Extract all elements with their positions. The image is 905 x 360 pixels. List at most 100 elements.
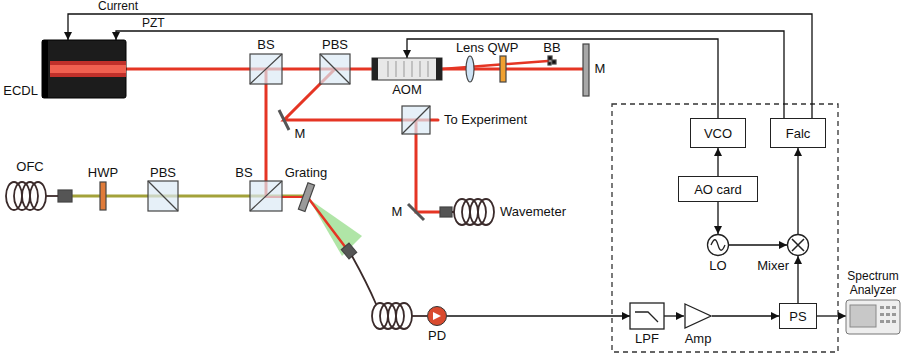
analyzer-key xyxy=(886,320,890,323)
laser-cavity-glow xyxy=(50,65,126,73)
mirror xyxy=(408,204,424,220)
beam-block xyxy=(548,62,551,65)
fiber-coil xyxy=(30,182,46,210)
signal-wire xyxy=(817,315,846,316)
grating xyxy=(298,183,314,212)
mixer-symbol-art xyxy=(787,234,809,256)
part-label: BS xyxy=(235,166,252,180)
aom-body xyxy=(372,58,442,80)
photodiode-art xyxy=(427,306,447,326)
part-label: PBS xyxy=(322,38,348,52)
aom-wavefront xyxy=(428,61,429,77)
analyzer-key xyxy=(886,306,890,309)
analyzer-case xyxy=(846,300,900,334)
process-box: PS xyxy=(779,303,817,329)
mixer-circle xyxy=(788,235,809,256)
laser-beams xyxy=(72,61,583,256)
mixer-symbol: Mixer xyxy=(787,234,809,256)
analyzer-key xyxy=(880,313,884,316)
part-label: Grating xyxy=(285,166,328,180)
node-label: AO card xyxy=(694,182,742,197)
analyzer-key xyxy=(880,320,884,323)
analyzer-screen xyxy=(850,305,876,327)
beam-block xyxy=(552,60,556,64)
polarizing-beam-splitter xyxy=(148,181,178,211)
analyzer-key xyxy=(892,320,896,323)
process-box: AO card xyxy=(678,176,758,202)
filter-box xyxy=(630,303,664,329)
part-label: HWP xyxy=(88,166,118,180)
acousto-optic-modulator: AOM xyxy=(372,58,442,80)
beam-splitter-face xyxy=(250,54,282,84)
node-label: VCO xyxy=(704,126,732,141)
oscillator-symbol-art xyxy=(707,234,729,256)
signal-name: PZT xyxy=(140,17,167,30)
part-label: Lens xyxy=(456,41,484,55)
node-label: ECDL xyxy=(3,83,38,98)
part-label: QWP xyxy=(487,41,518,55)
aom-end xyxy=(436,58,442,80)
aom-wavefront xyxy=(420,61,421,77)
aom-wavefront xyxy=(412,61,413,77)
filter-symbol-art xyxy=(630,303,664,329)
sine-mark xyxy=(711,240,725,251)
fiber-coupler xyxy=(58,190,72,202)
filter-symbol: LPF xyxy=(630,303,664,329)
node-label: PS xyxy=(789,309,806,324)
beam-splitter xyxy=(250,181,282,211)
photodiode: PD xyxy=(427,306,447,326)
fiber-coupler xyxy=(341,243,356,259)
oscillator-symbol: LO xyxy=(707,234,729,256)
photodiode-body xyxy=(428,307,447,326)
laser-head: ECDL xyxy=(42,40,126,98)
node-label: Falc xyxy=(786,126,811,141)
signal-wire xyxy=(116,31,784,118)
analyzer-key xyxy=(892,306,896,309)
analyzer-key xyxy=(886,313,890,316)
fiber-coil xyxy=(396,303,412,329)
aom-wavefront xyxy=(388,61,389,77)
beam-splitter xyxy=(250,54,282,84)
signal-wire xyxy=(717,202,718,234)
signal-wire xyxy=(797,256,798,303)
aom-end xyxy=(372,58,378,80)
fiber xyxy=(412,315,427,317)
fibers xyxy=(6,182,494,329)
laser-end-cap xyxy=(42,40,48,98)
polarizing-beam-splitter xyxy=(320,54,350,84)
node-label: Amp xyxy=(685,331,712,346)
signal-wire xyxy=(797,148,798,234)
analyzer-key xyxy=(880,306,884,309)
pickoff-beam xyxy=(265,69,268,196)
signal-wire xyxy=(717,148,718,176)
part-label: M xyxy=(392,205,403,219)
optics xyxy=(58,44,589,259)
aom-wavefront xyxy=(404,61,405,77)
part-label: To Experiment xyxy=(444,113,527,127)
signal-wire xyxy=(729,244,787,245)
diffracted-beam xyxy=(442,61,548,69)
node-label: Spectrum Analyzer xyxy=(845,269,901,297)
acousto-optic-modulator-art xyxy=(372,58,442,80)
node-label: Mixer xyxy=(757,258,789,273)
signal-wire xyxy=(712,315,779,316)
part-label: M xyxy=(595,62,606,76)
aom-wavefront xyxy=(396,61,397,77)
analyzer-key xyxy=(892,313,896,316)
electronics-enclosure xyxy=(612,104,838,352)
node-label: AOM xyxy=(392,82,422,97)
beam-splitter xyxy=(402,106,430,134)
part-label: Wavemeter xyxy=(500,205,566,219)
part-label: BS xyxy=(257,38,274,52)
signal-wire xyxy=(407,39,718,118)
process-box: VCO xyxy=(690,118,746,148)
signal-wire xyxy=(68,14,812,118)
part-label: M xyxy=(295,127,306,141)
node-label: PD xyxy=(428,328,446,343)
laser-cavity xyxy=(50,61,126,77)
part-label: PBS xyxy=(150,166,176,180)
part-label: OFC xyxy=(16,160,43,174)
fiber-coupler xyxy=(440,207,452,217)
